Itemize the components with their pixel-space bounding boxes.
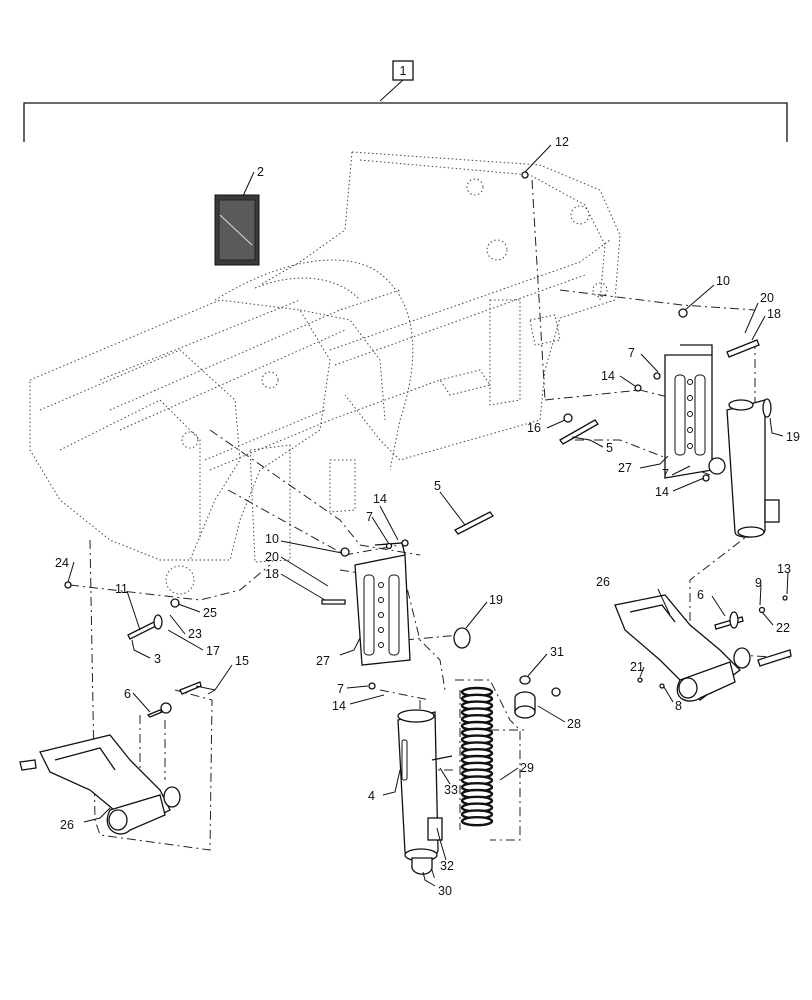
callout-13: 13 <box>777 562 791 576</box>
decal-plate <box>214 194 260 266</box>
callout-5: 5 <box>606 441 613 455</box>
callout-7d: 7 <box>337 682 344 696</box>
callout-30: 30 <box>438 884 452 898</box>
right-pins-bolts <box>521 171 760 482</box>
callout-4: 4 <box>368 789 375 803</box>
assembly-bracket <box>23 60 788 142</box>
callout-20b: 20 <box>265 550 279 564</box>
callout-18b: 18 <box>265 567 279 581</box>
center-cylinder-4 <box>397 709 453 875</box>
left-lower-parts <box>64 581 202 718</box>
callout-25: 25 <box>203 606 217 620</box>
center-bolts <box>321 511 494 690</box>
callout-8: 8 <box>675 699 682 713</box>
center-bracket-27 <box>354 542 411 666</box>
right-upper-bracket-27 <box>664 344 726 479</box>
left-arm-26 <box>19 734 181 835</box>
callout-3: 3 <box>154 652 161 666</box>
callout-28: 28 <box>567 717 581 731</box>
callout-19: 19 <box>786 430 800 444</box>
callout-7c: 7 <box>366 510 373 524</box>
callout-9: 9 <box>755 576 762 590</box>
leader-lines <box>67 144 789 887</box>
callout-7: 7 <box>628 346 635 360</box>
callout-29: 29 <box>520 761 534 775</box>
callout-17: 17 <box>206 644 220 658</box>
callout-26b: 26 <box>60 818 74 832</box>
callout-15: 15 <box>235 654 249 668</box>
callout-27b: 27 <box>316 654 330 668</box>
callout-33: 33 <box>444 783 458 797</box>
callout-6b: 6 <box>124 687 131 701</box>
callout-6: 6 <box>697 588 704 602</box>
callout-10: 10 <box>716 274 730 288</box>
callout-23: 23 <box>188 627 202 641</box>
callout-5b: 5 <box>434 479 441 493</box>
spring-29 <box>460 686 494 827</box>
chassis-frame-phantom <box>29 151 621 595</box>
callout-1: 1 <box>400 64 407 78</box>
callout-14b: 14 <box>655 485 669 499</box>
callout-31: 31 <box>550 645 564 659</box>
right-cylinder-tube <box>726 398 780 538</box>
callout-10b: 10 <box>265 532 279 546</box>
callout-32: 32 <box>440 859 454 873</box>
callout-7b: 7 <box>662 467 669 481</box>
callout-24: 24 <box>55 556 69 570</box>
spring-coil <box>460 816 494 827</box>
callout-14c: 14 <box>373 492 387 506</box>
callout-26: 26 <box>596 575 610 589</box>
callout-19b: 19 <box>489 593 503 607</box>
callout-16: 16 <box>527 421 541 435</box>
callout-2: 2 <box>257 165 264 179</box>
callout-21: 21 <box>630 660 644 674</box>
bushing-28 <box>514 675 561 719</box>
callout-14: 14 <box>601 369 615 383</box>
right-arm-26 <box>614 594 792 702</box>
callout-14d: 14 <box>332 699 346 713</box>
callout-11: 11 <box>115 582 128 596</box>
callout-labels: 1 12 2 10 20 18 7 14 16 5 19 27 7 14 14 … <box>55 64 800 898</box>
callout-12: 12 <box>555 135 569 149</box>
callout-22: 22 <box>776 621 790 635</box>
callout-20: 20 <box>760 291 774 305</box>
callout-18: 18 <box>767 307 781 321</box>
callout-27: 27 <box>618 461 632 475</box>
